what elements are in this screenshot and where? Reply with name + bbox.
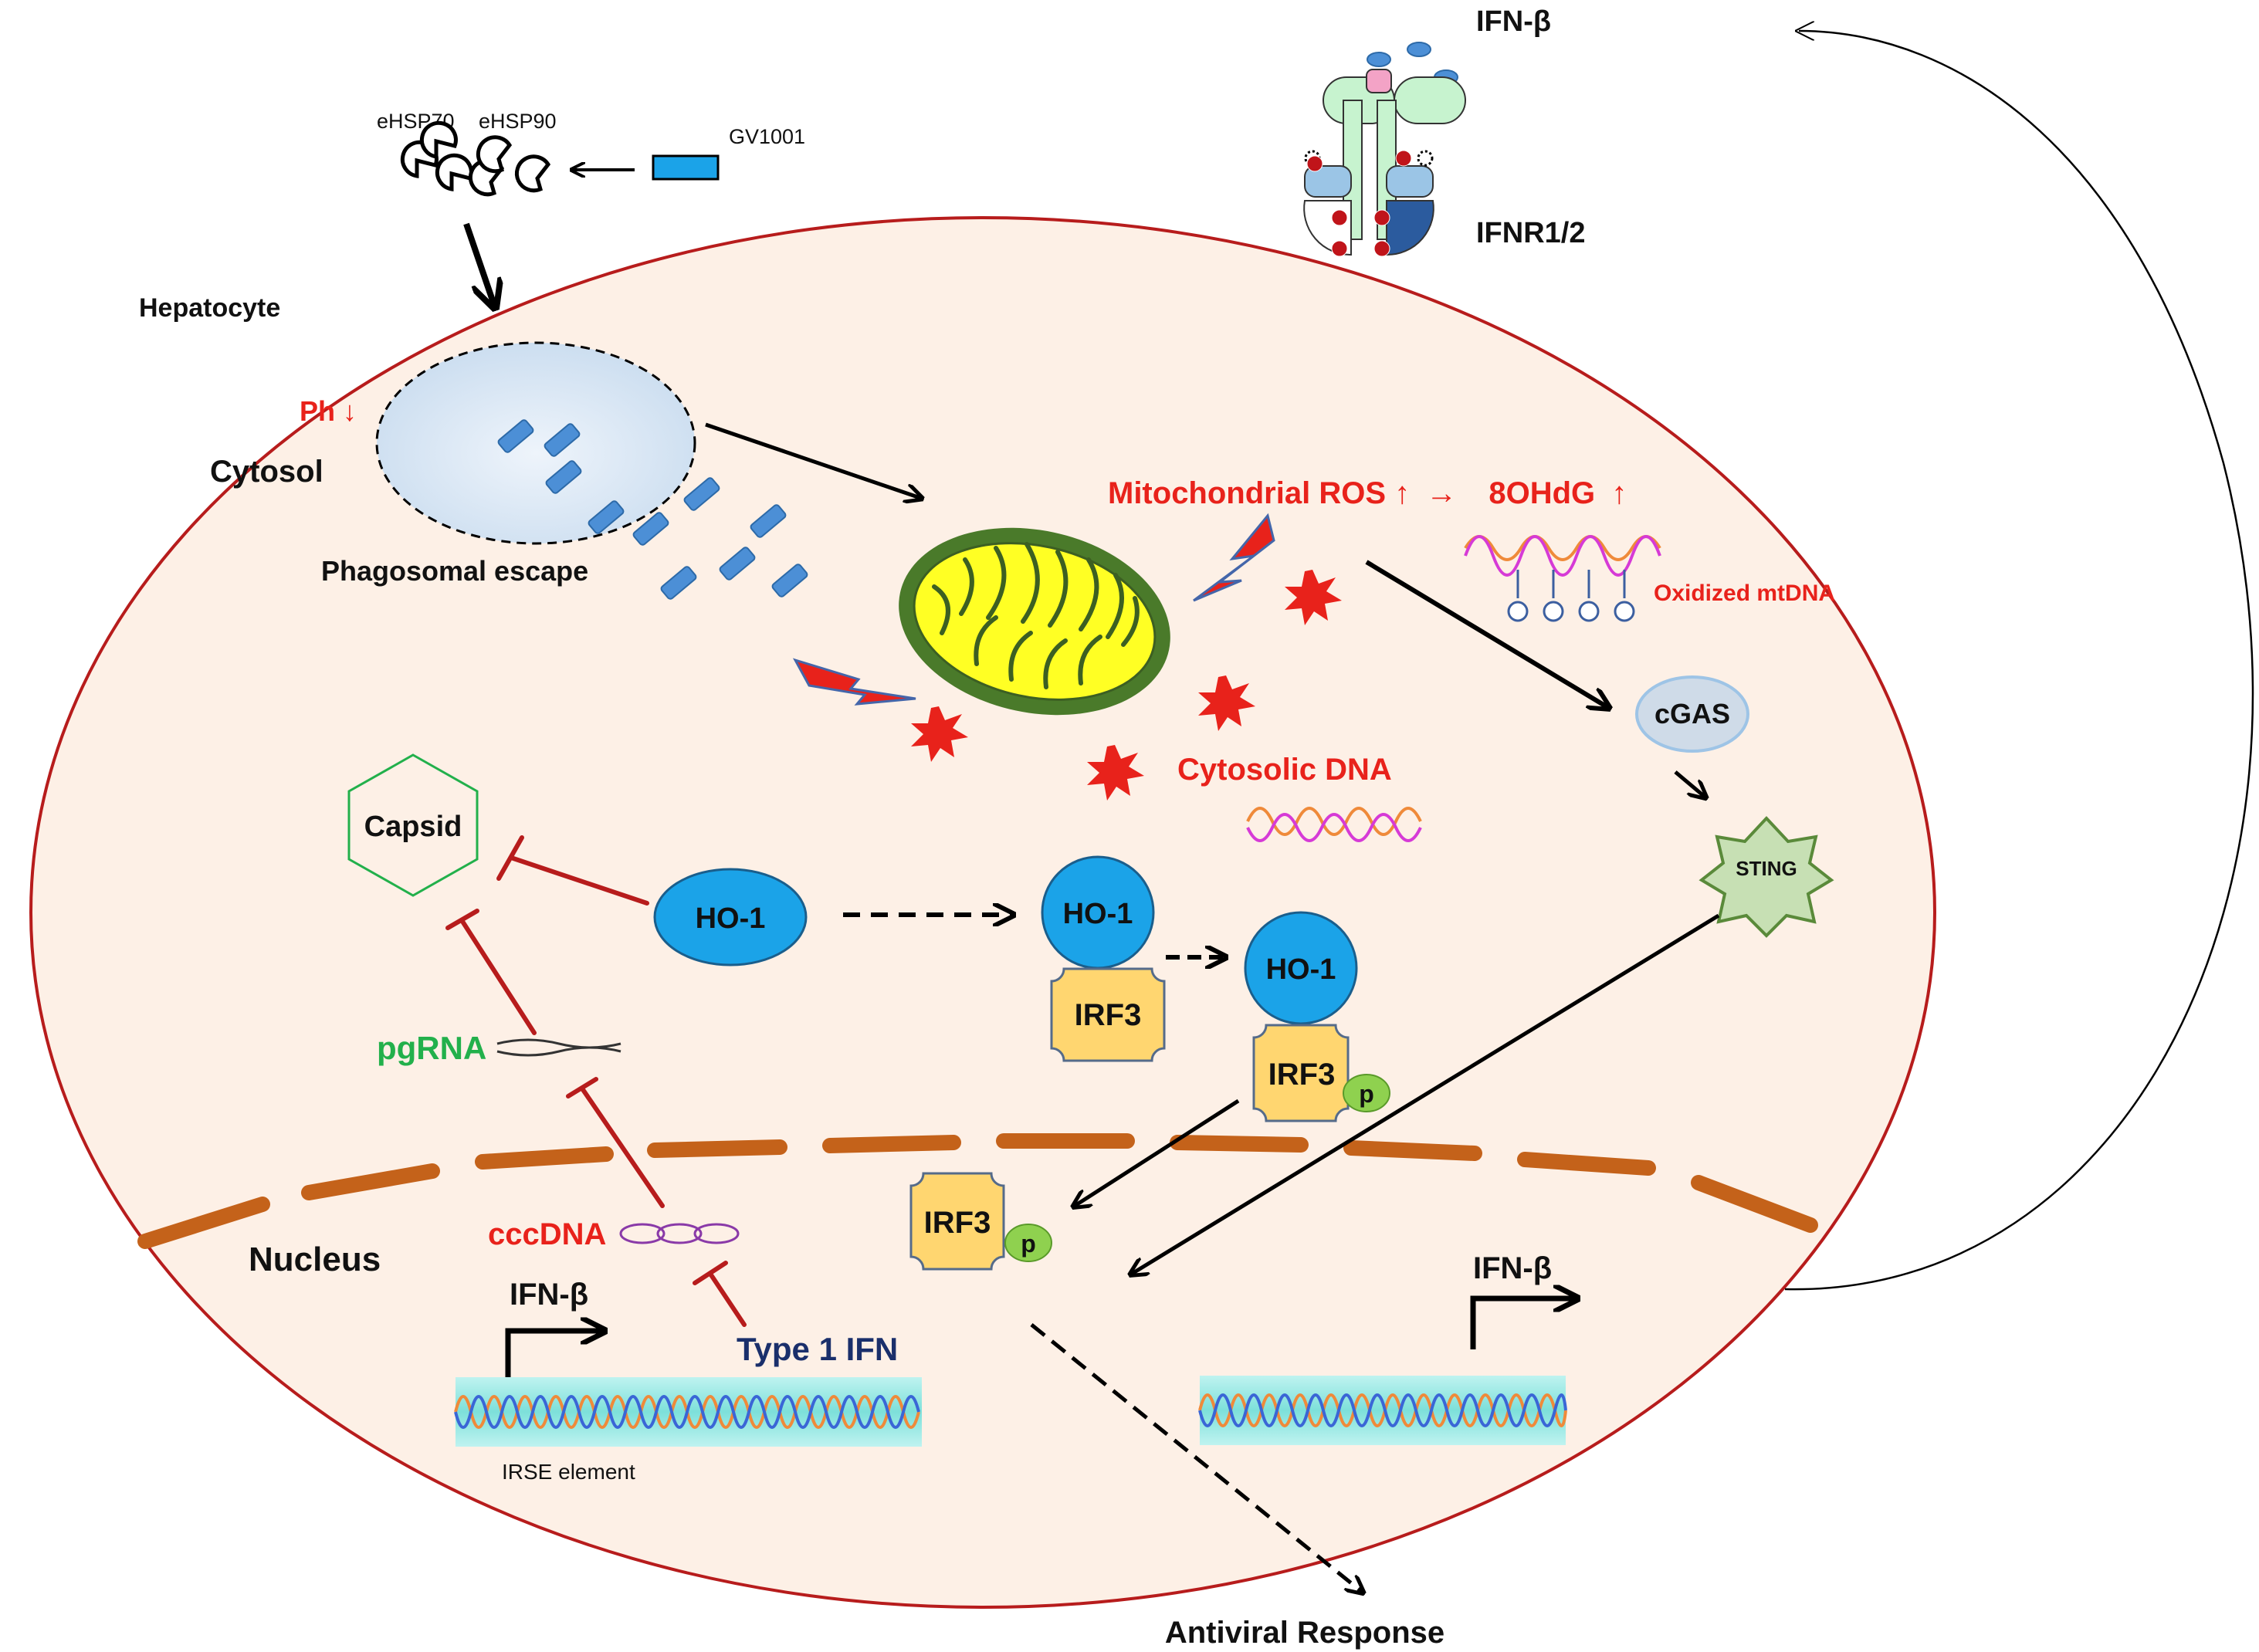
- cccdna-loops: [619, 1223, 740, 1244]
- antiviral-response-arrow: [1030, 1323, 1362, 1592]
- irse-element-label: IRSE element: [502, 1460, 635, 1484]
- ifn-gene-right: [1198, 1376, 1567, 1445]
- cgas-to-sting-arrow: [1674, 770, 1705, 797]
- peptide-fragments: [497, 419, 808, 600]
- irf3-phospho: [1252, 1024, 1350, 1122]
- cytosolic-dna: [1246, 807, 1422, 842]
- ho1-free: [653, 868, 808, 966]
- cccdna-label: cccDNA: [488, 1217, 606, 1251]
- sting-label: STING: [1736, 857, 1797, 880]
- ho1-complex-label: HO-1: [1063, 898, 1133, 930]
- cgas-label: cGAS: [1654, 698, 1730, 730]
- ehsp-chaperone-shapes: [400, 120, 551, 197]
- type1-ifn-label: Type 1 IFN: [737, 1331, 898, 1367]
- nuclear-envelope: [137, 1133, 1818, 1249]
- ho1-phospho: [1244, 911, 1358, 1025]
- phospho-p-nuclear-label: p: [1021, 1230, 1036, 1258]
- phospho-p-cytosol: [1343, 1074, 1390, 1112]
- gv1001-peptide: [652, 154, 720, 181]
- gv1001-label: GV1001: [729, 125, 805, 148]
- ros-bolt-upper: [1193, 513, 1275, 602]
- ifn-receptor: [1303, 69, 1466, 257]
- ehsp-to-phagosome-arrow: [463, 222, 494, 305]
- cytosolic-dna-label: Cytosolic DNA: [1177, 753, 1392, 787]
- cytosol-label: Cytosol: [210, 455, 323, 489]
- phospho-p-cytosol-label: p: [1359, 1080, 1374, 1108]
- pgrna-strand-2: [496, 1046, 621, 1057]
- ifn-feedback-arc: [1784, 31, 2254, 1291]
- ifn-gene-left: [454, 1377, 922, 1447]
- ehsp90-label: eHSP90: [479, 110, 557, 133]
- oxidized-mtdna: [1464, 535, 1661, 622]
- irf3-phospho-label: IRF3: [1268, 1058, 1336, 1092]
- phagosome: [375, 341, 696, 545]
- irf3-nuclear: [909, 1172, 1005, 1271]
- pgrna-strand: [496, 1038, 621, 1049]
- mitochondrion: [899, 527, 1170, 716]
- inhibition-lines: [445, 835, 747, 1327]
- cgas-node: [1635, 675, 1749, 753]
- capsid-hexagon: [347, 753, 479, 897]
- ho1-free-label: HO-1: [696, 902, 766, 935]
- oxidized-mtdna-label: Oxidized mtDNA: [1654, 581, 1835, 606]
- phagosome-to-mito-arrow: [705, 422, 920, 498]
- hepatocyte-label: Hepatocyte: [139, 293, 280, 323]
- phagosomal-escape-label: Phagosomal escape: [321, 555, 588, 587]
- ros-starbursts: [911, 570, 1342, 801]
- ros-bolt-lower: [792, 658, 916, 706]
- capsid-label: Capsid: [364, 811, 462, 843]
- sting-to-nucleus-arrow: [1132, 913, 1720, 1274]
- sting-node: [1698, 816, 1834, 938]
- irf3-nuclear-label: IRF3: [924, 1206, 991, 1240]
- ifn-beta-right-label: IFN-β: [1473, 1251, 1552, 1285]
- ho1-phospho-label: HO-1: [1266, 953, 1336, 986]
- promoter-arrow-left: [505, 1331, 602, 1382]
- irf3-complex: [1050, 967, 1166, 1062]
- ifnr-label: IFNR1/2: [1476, 217, 1585, 249]
- antiviral-response-label: Antiviral Response: [1165, 1616, 1444, 1650]
- irf3-nuclear-entry-arrow: [1075, 1099, 1240, 1206]
- phospho-p-nuclear: [1004, 1224, 1052, 1262]
- ros-to-cgas-arrow: [1365, 560, 1607, 707]
- nucleus-label: Nucleus: [249, 1241, 381, 1278]
- promoter-arrow-right: [1470, 1298, 1575, 1349]
- ifn-beta-top-label: IFN-β: [1476, 5, 1551, 38]
- ph-label: Ph ↓: [300, 395, 357, 427]
- ifn-beta-left-label: IFN-β: [510, 1278, 588, 1312]
- mito-ros-label: Mitochondrial ROS ↑ → 8OHdG ↑: [1108, 476, 1627, 510]
- irf3-complex-label: IRF3: [1075, 998, 1142, 1032]
- pgrna-label: pgRNA: [377, 1030, 486, 1066]
